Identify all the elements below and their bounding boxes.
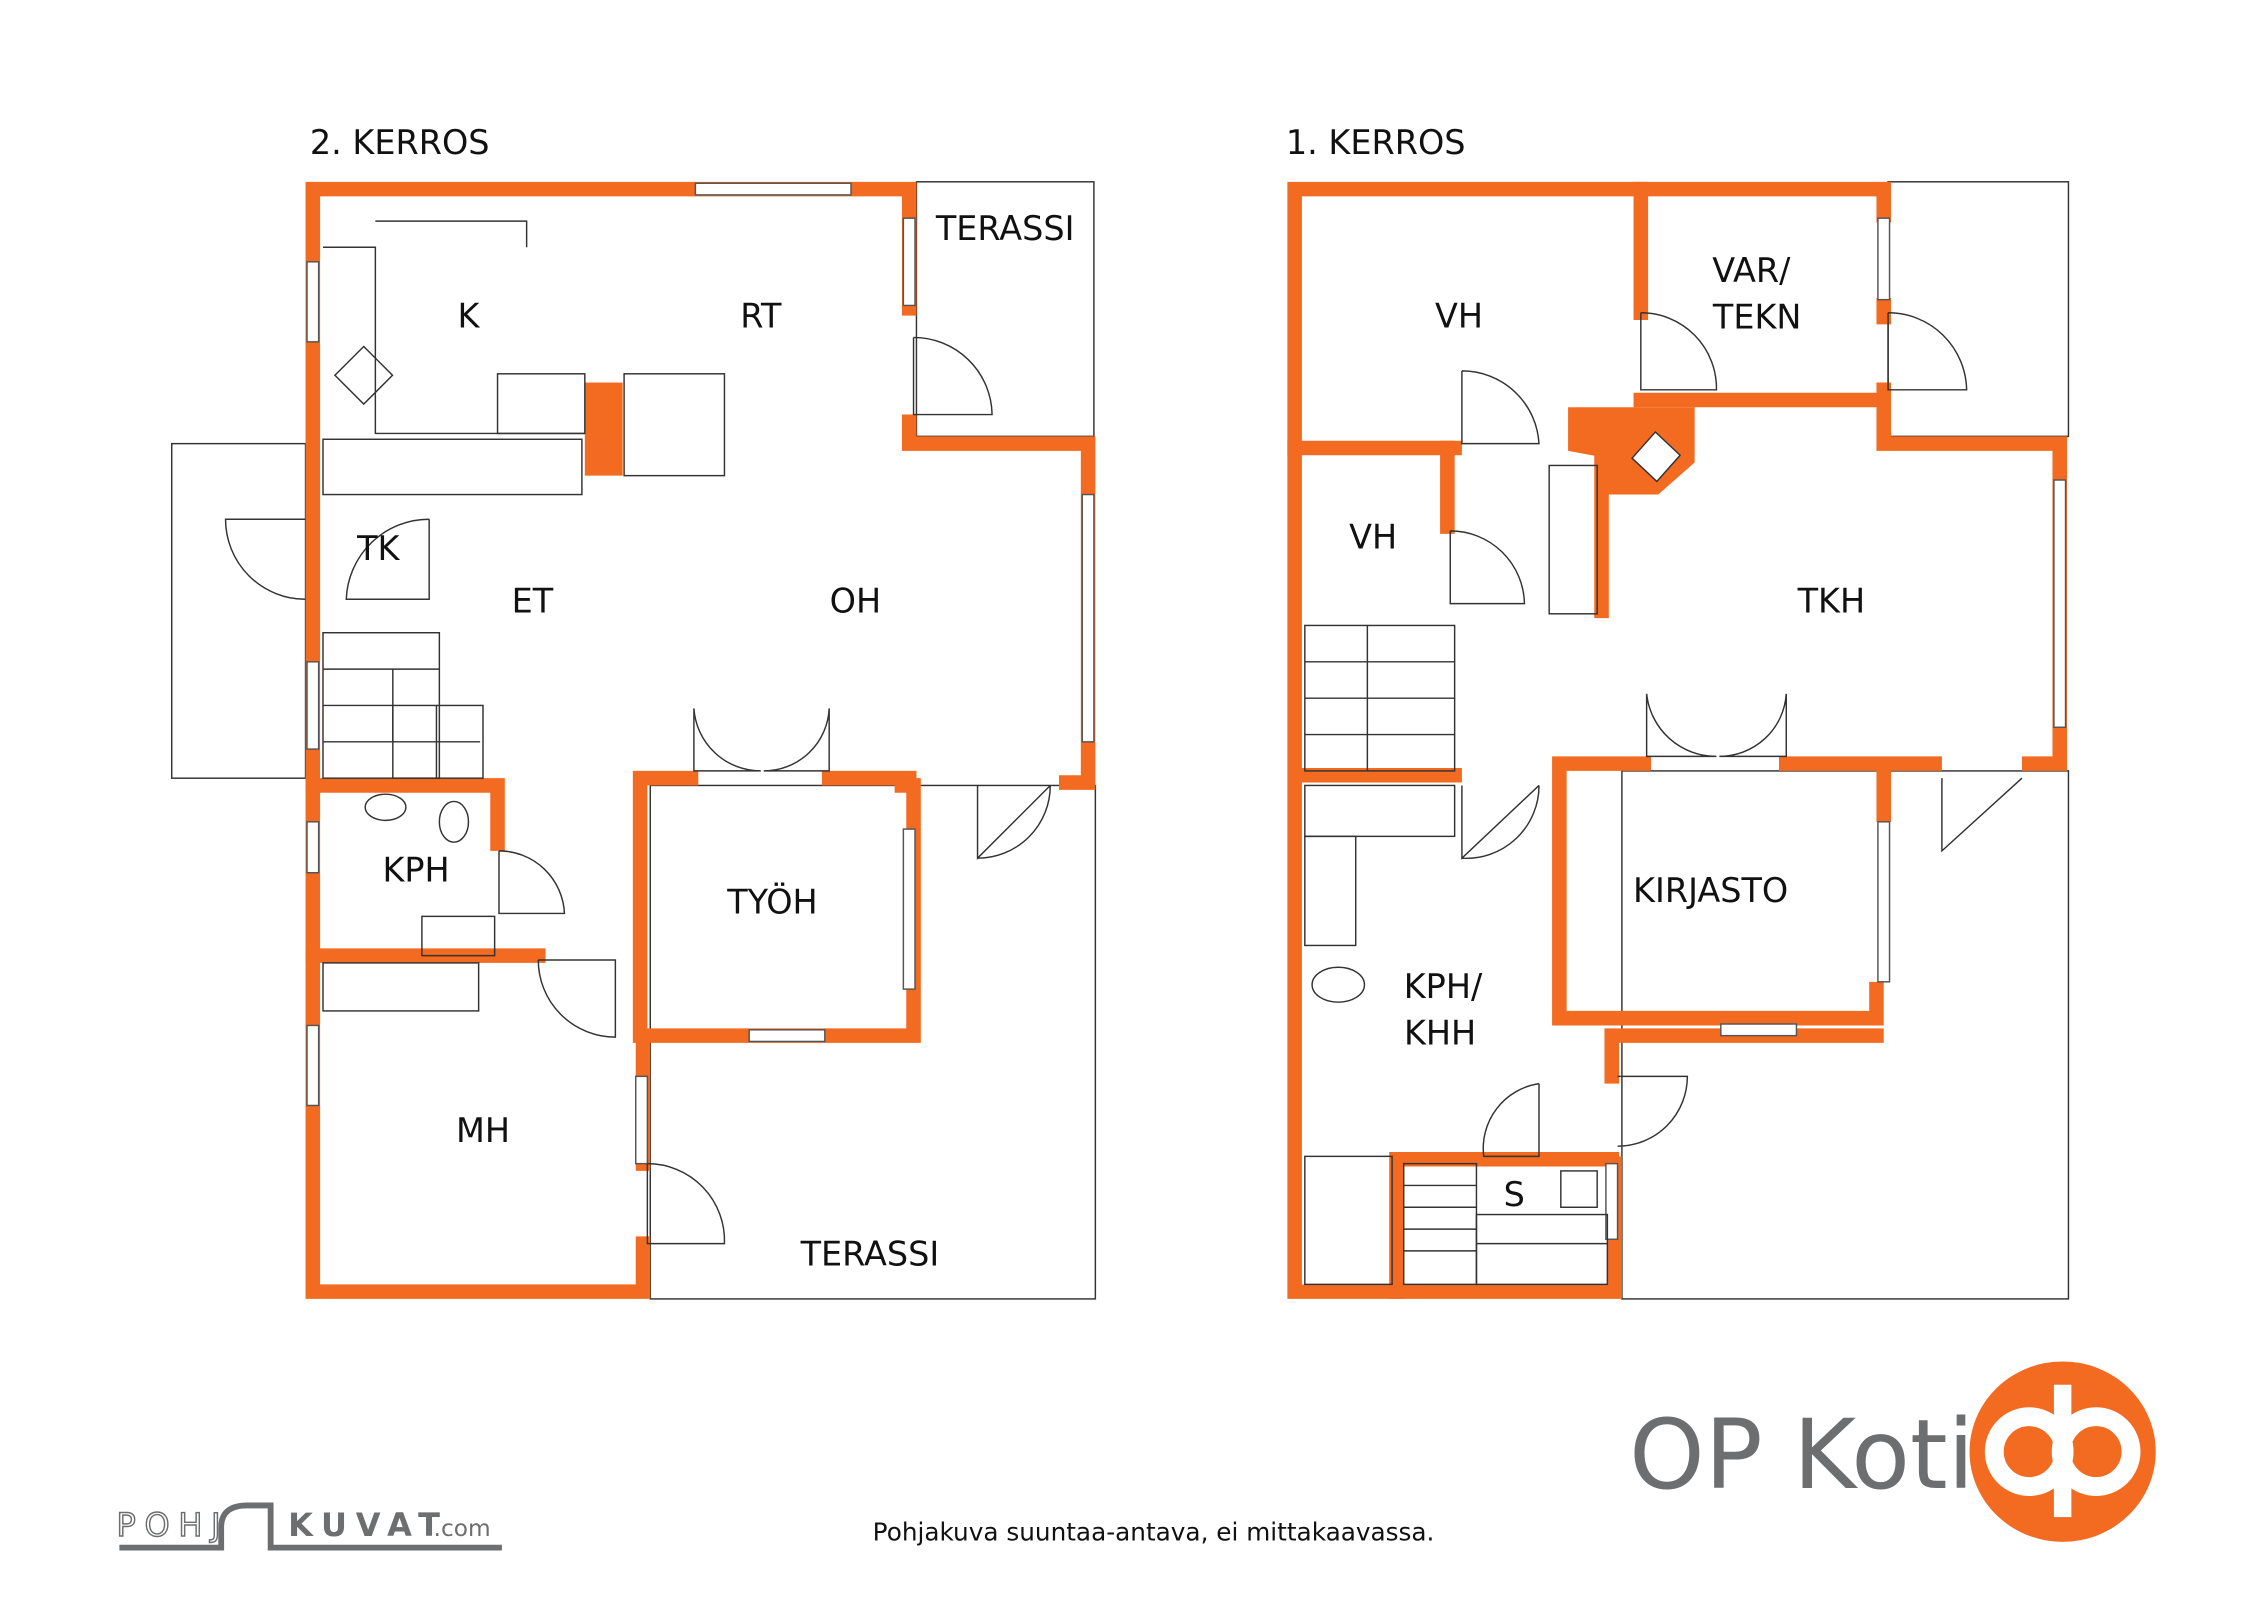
door bbox=[646, 1162, 726, 1245]
mh-wardrobe bbox=[322, 962, 480, 1012]
door bbox=[498, 850, 566, 915]
wall-bottom bbox=[1604, 1028, 1884, 1084]
room-label-khh: KHH bbox=[1404, 1013, 1476, 1052]
staircase bbox=[1304, 624, 1456, 772]
window bbox=[306, 821, 320, 874]
disclaimer: Pohjakuva suuntaa-antava, ei mittakaavas… bbox=[873, 1517, 1435, 1546]
door bbox=[1482, 1082, 1540, 1158]
room-label-vh: VH bbox=[1435, 296, 1483, 335]
sink-icon bbox=[364, 793, 407, 822]
sauna-benches bbox=[1403, 1162, 1609, 1286]
wall-kph-top bbox=[305, 778, 505, 851]
double-door bbox=[1645, 693, 1787, 758]
pohjakuvat-logo-suffix: .com bbox=[434, 1515, 491, 1542]
room-label-mh: MH bbox=[456, 1111, 510, 1150]
room-label-tyoh: TYÖH bbox=[726, 881, 817, 921]
floor-1-plan: 1. KERROS bbox=[1286, 123, 2070, 1300]
window bbox=[306, 261, 320, 343]
window bbox=[748, 1029, 826, 1043]
outer-wall bbox=[1287, 181, 1891, 1299]
window bbox=[635, 1075, 649, 1165]
op-logo bbox=[1969, 1361, 2156, 1542]
floor-2-title: 2. KERROS bbox=[310, 123, 490, 162]
wall-oh-right bbox=[901, 414, 1096, 790]
room-label-s: S bbox=[1504, 1175, 1525, 1214]
shower bbox=[421, 915, 496, 957]
room-label-rt: RT bbox=[740, 296, 782, 335]
pohjakuvat-logo: POHJ KUVAT .com bbox=[116, 1502, 502, 1551]
wall-tyoh bbox=[635, 778, 921, 1171]
wardrobe bbox=[322, 438, 583, 496]
window bbox=[2053, 479, 2067, 728]
kitchen-column bbox=[584, 382, 623, 476]
wall-tkh-right bbox=[1876, 382, 2067, 771]
door bbox=[1617, 1075, 1689, 1147]
room-label-tkh: TKH bbox=[1797, 581, 1866, 620]
bench bbox=[1304, 784, 1456, 838]
balcony-outline bbox=[171, 442, 307, 779]
room-label-var: VAR/ bbox=[1712, 251, 1791, 290]
porch-outline bbox=[1887, 181, 2070, 438]
window bbox=[902, 828, 916, 990]
laundry bbox=[1304, 1155, 1393, 1286]
room-label-tekn: TEKN bbox=[1712, 298, 1802, 337]
door bbox=[1941, 777, 2023, 853]
floor-1-title: 1. KERROS bbox=[1286, 123, 1466, 162]
room-label-k: K bbox=[457, 296, 480, 335]
toilet-icon bbox=[438, 800, 470, 843]
window bbox=[306, 661, 320, 750]
pohjakuvat-logo-left: POHJ bbox=[116, 1506, 229, 1544]
wardrobe bbox=[1548, 464, 1598, 615]
room-label-et: ET bbox=[512, 581, 554, 620]
door bbox=[912, 336, 993, 416]
window bbox=[694, 182, 852, 196]
pohjakuvat-logo-right: KUVAT bbox=[288, 1506, 449, 1544]
wall-tyoh-left bbox=[632, 770, 699, 1043]
room-label-kirjasto: KIRJASTO bbox=[1633, 871, 1788, 910]
kitchen-counter-top bbox=[375, 220, 528, 248]
door bbox=[1640, 312, 1718, 391]
bench bbox=[1304, 835, 1357, 947]
window bbox=[1081, 493, 1095, 743]
door bbox=[345, 518, 430, 600]
stove-icon bbox=[333, 345, 394, 406]
room-label-terassi-top: TERASSI bbox=[935, 209, 1075, 248]
kitchen-cabinet bbox=[496, 373, 586, 435]
room-label-oh: OH bbox=[830, 581, 881, 620]
sauna-stove-icon bbox=[1560, 1170, 1598, 1209]
toilet-icon bbox=[1311, 966, 1366, 1003]
staircase bbox=[322, 632, 484, 779]
kitchen-counter bbox=[323, 246, 585, 435]
door bbox=[1461, 370, 1540, 445]
window bbox=[1877, 217, 1891, 301]
room-label-kph: KPH/ bbox=[1404, 967, 1483, 1006]
door bbox=[224, 518, 306, 600]
double-door bbox=[693, 708, 830, 772]
room-label-kph: KPH bbox=[382, 850, 449, 889]
fireplace-opening bbox=[1631, 430, 1682, 483]
window bbox=[1605, 1162, 1619, 1240]
brand-text: OP Koti bbox=[1629, 1399, 1974, 1511]
room-label-vh-2: VH bbox=[1349, 517, 1397, 556]
door bbox=[1887, 312, 1968, 391]
room-label-tk: TK bbox=[356, 529, 400, 568]
door bbox=[976, 784, 1051, 860]
window bbox=[902, 217, 916, 307]
door bbox=[537, 959, 617, 1038]
window bbox=[306, 1024, 320, 1107]
door bbox=[1449, 530, 1526, 605]
kitchen-island bbox=[623, 373, 726, 477]
pohjakuvat-logo-line bbox=[119, 1502, 502, 1551]
window bbox=[1720, 1023, 1798, 1037]
door bbox=[1461, 784, 1540, 860]
wall-kirjasto bbox=[1552, 756, 1884, 1026]
window bbox=[1877, 821, 1891, 983]
floor-2-plan: 2. KERROS bbox=[171, 123, 1097, 1300]
wall-sauna bbox=[1389, 1152, 1619, 1299]
room-label-terassi-bottom: TERASSI bbox=[800, 1234, 940, 1273]
